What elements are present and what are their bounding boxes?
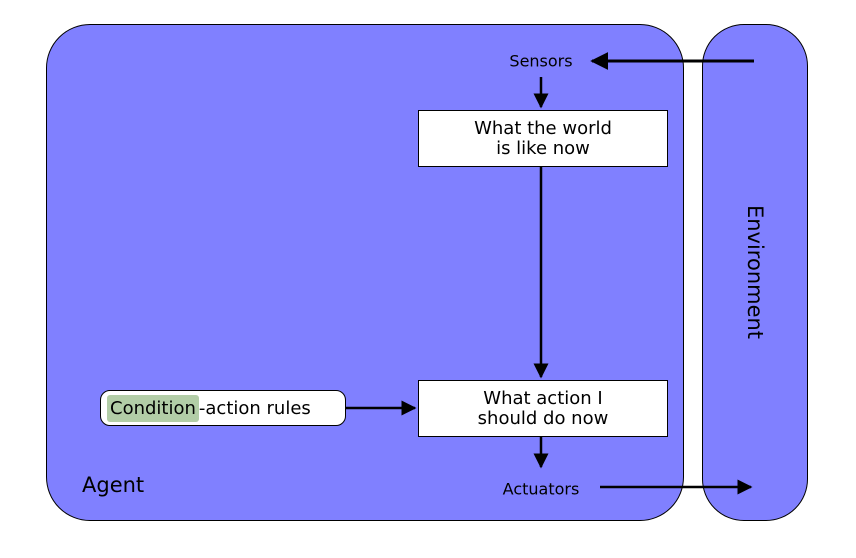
world-state-box: What the world is like now: [418, 110, 668, 167]
condition-highlight: Condition: [107, 394, 199, 422]
agent-label: Agent: [82, 473, 145, 497]
agent-region: [46, 24, 684, 521]
world-state-line1: What the world: [474, 117, 612, 139]
actuators-label: Actuators: [502, 479, 580, 499]
environment-region: [702, 24, 808, 521]
rules-rest-text: -action rules: [198, 397, 311, 419]
action-line1: What action I: [483, 387, 603, 409]
condition-action-rules-box: Condition-action rules: [100, 390, 346, 426]
sensors-label: Sensors: [509, 51, 573, 71]
environment-label: Environment: [743, 204, 767, 340]
action-line2: should do now: [477, 407, 609, 429]
action-box: What action I should do now: [418, 380, 668, 437]
world-state-line2: is like now: [496, 137, 590, 159]
